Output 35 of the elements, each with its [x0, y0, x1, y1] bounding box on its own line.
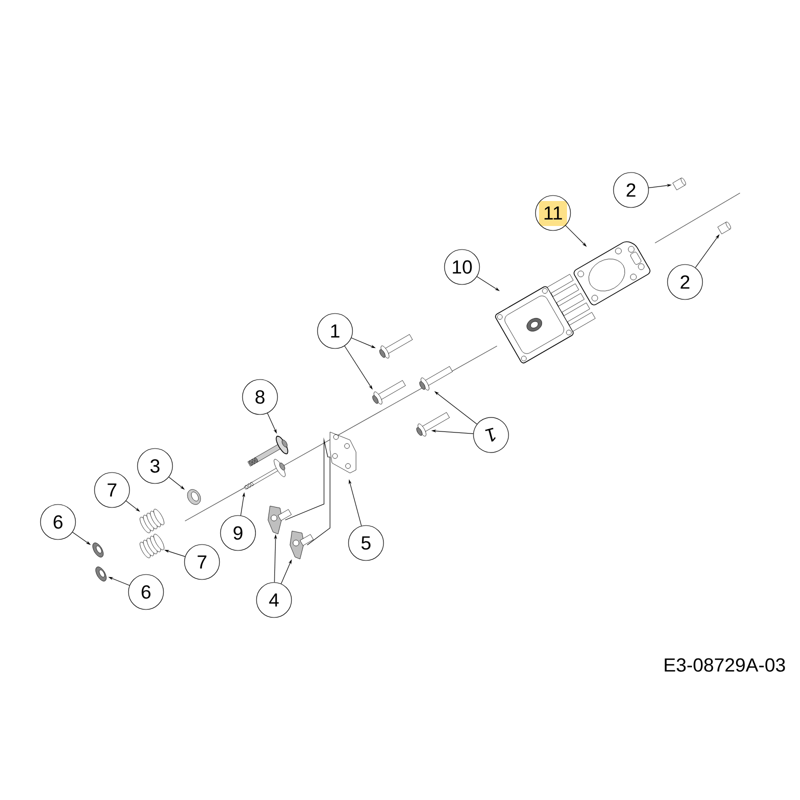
callout-number: 6 [40, 504, 76, 540]
cylinder-head-drawing [495, 274, 596, 364]
assembly-line [306, 456, 330, 546]
callout-number: 10 [444, 249, 480, 285]
spring-drawing [140, 508, 164, 534]
drawing-number: E3-08729A-03 [664, 658, 785, 672]
rocker-arm-drawing [290, 530, 314, 560]
valve-drawing [244, 459, 286, 490]
bolt-drawing [419, 366, 453, 390]
callout-number: 3 [137, 448, 173, 484]
seal-drawing [187, 489, 201, 505]
callout-number: 1 [473, 417, 509, 453]
retainer-drawing [96, 566, 106, 582]
spring-drawing [140, 534, 164, 558]
callout-number: 7 [94, 472, 130, 508]
callout-number: 9 [220, 515, 256, 551]
rocker-arm-drawing [268, 506, 292, 534]
callout-number: 11 [535, 195, 571, 231]
gasket-drawing [574, 241, 650, 306]
plate-drawing [330, 432, 356, 474]
pin-drawing [672, 178, 686, 190]
bolt-drawing [379, 334, 413, 358]
pin-drawing [718, 222, 731, 234]
callout-number: 5 [348, 525, 384, 561]
callout-number: 2 [667, 264, 703, 300]
callout-number: 6 [128, 574, 164, 610]
callout-number: 1 [317, 313, 353, 349]
assembly-line [284, 437, 328, 520]
callout-number: 2 [613, 172, 649, 208]
bolt-drawing [372, 380, 406, 404]
callout-number: 4 [256, 582, 292, 618]
retainer-drawing [92, 542, 104, 558]
callout-number: 7 [184, 544, 220, 580]
bolt-drawing [416, 412, 450, 436]
callout-number: 8 [242, 379, 278, 415]
